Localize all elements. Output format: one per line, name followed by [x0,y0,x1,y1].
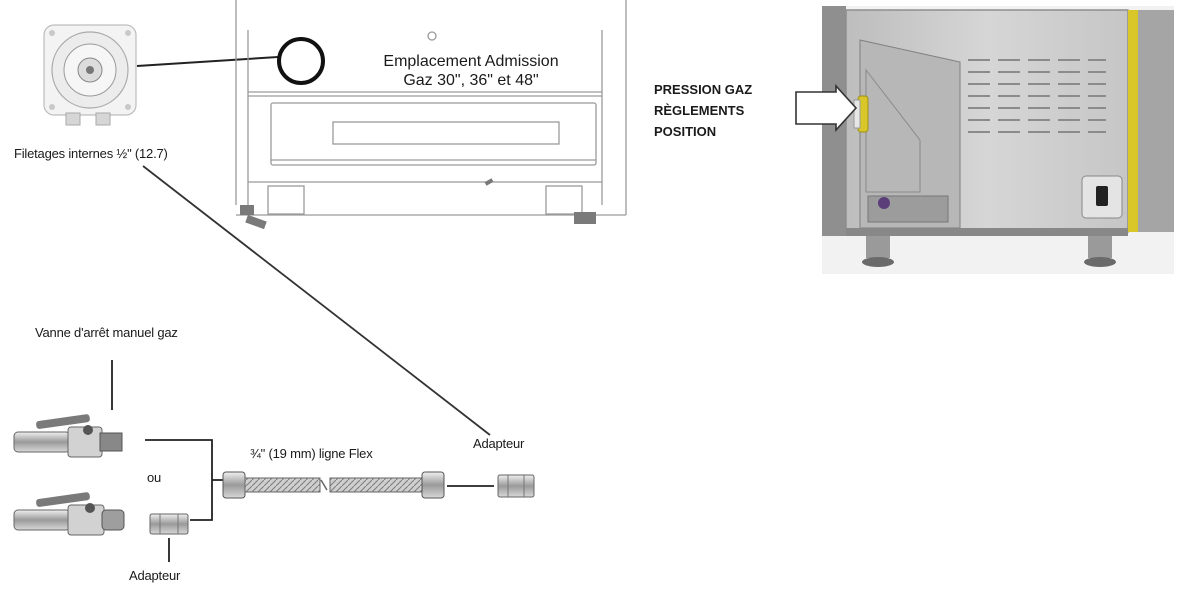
adapter-right-label: Adapteur [473,436,525,451]
threads-to-adapter-line [142,165,491,436]
pressure-label-line2: RÈGLEMENTS [654,103,745,118]
flex-line-label: ¾" (19 mm) ligne Flex [250,446,373,461]
gas-regulator-illustration [43,24,137,126]
regulator-callout-line [136,56,279,67]
inlet-location-title: Emplacement Admission Gaz 30", 36" et 48… [352,52,590,90]
adapter-bottom-label: Adapteur [129,568,181,583]
range-side-photo [822,6,1174,274]
valve-lower-illustration [13,492,125,536]
internal-threads-label: Filetages internes ½" (12.7) [14,146,168,161]
flex-line-illustration [222,471,445,499]
valve-upper-illustration [13,414,123,458]
pressure-label-line3: POSITION [654,124,717,139]
right-adapter-illustration [497,474,535,498]
small-adapter-illustration [149,513,189,535]
range-feet [240,178,596,230]
range-base-outline [235,0,627,216]
inlet-title-line1: Emplacement Admission [383,53,559,70]
gas-inlet-location-circle [277,37,325,85]
or-label: ou [147,470,162,485]
pressure-label-line1: PRESSION GAZ [654,82,753,97]
pressure-regulator-label: PRESSION GAZ RÈGLEMENTS POSITION [654,79,752,142]
inlet-title-line2: Gaz 30", 36" et 48" [403,72,539,89]
pressure-arrow-icon [795,83,858,133]
shutoff-valve-label: Vanne d'arrêt manuel gaz [35,325,178,340]
